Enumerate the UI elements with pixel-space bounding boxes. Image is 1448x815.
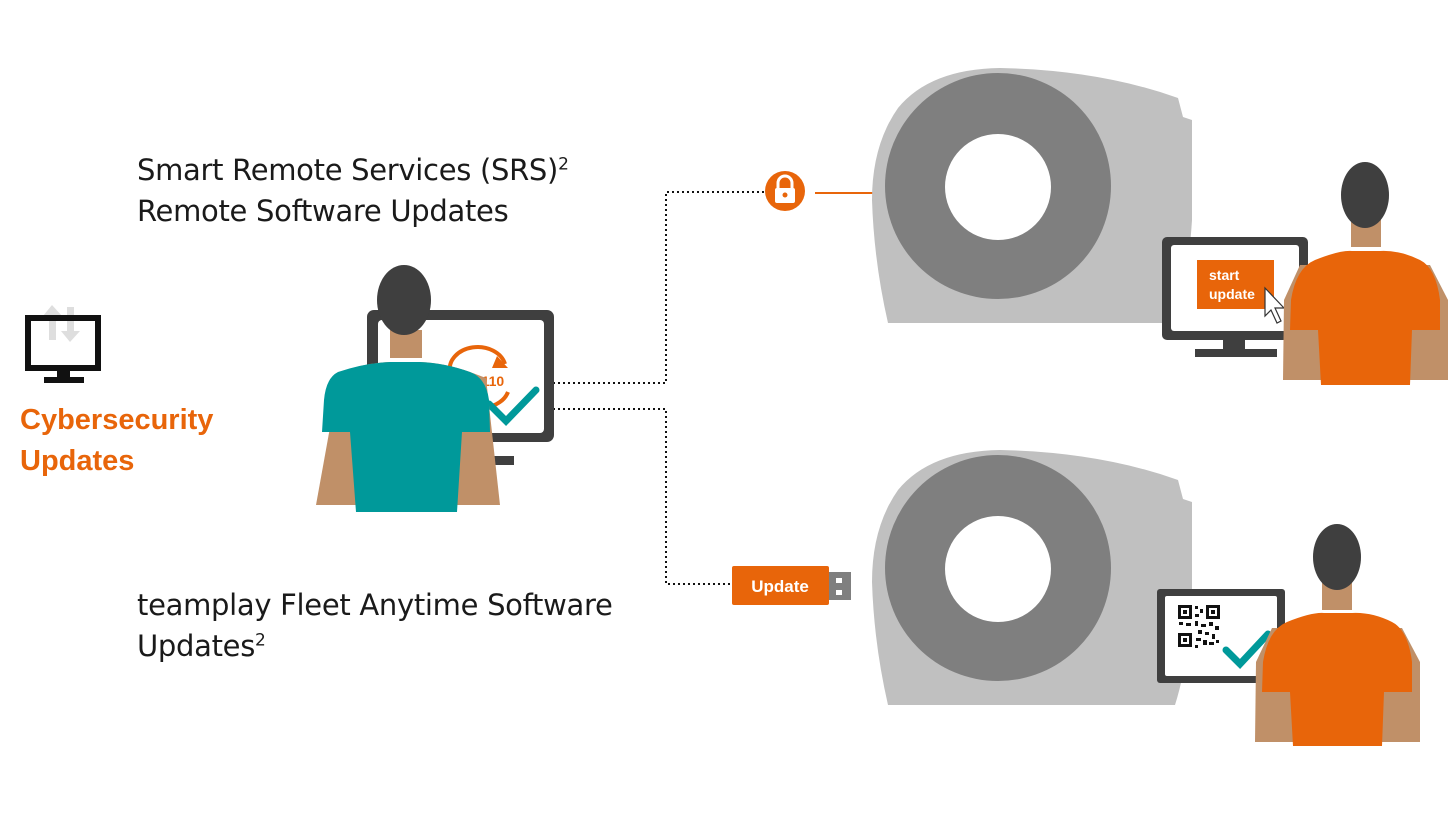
start-update-label-line1: start xyxy=(1209,267,1240,283)
teamplay-heading: teamplay Fleet Anytime Software Updates2 xyxy=(137,585,613,667)
monitor-transfer-icon xyxy=(25,305,101,383)
check-icon xyxy=(485,386,540,426)
teamplay-subtitle: Updates xyxy=(137,629,256,663)
mouse-cursor-icon xyxy=(1264,286,1286,324)
cybersecurity-line2: Updates xyxy=(20,445,135,477)
srs-heading: Smart Remote Services (SRS)2 Remote Soft… xyxy=(137,150,569,232)
operator-workstation: 00110 xyxy=(316,265,554,512)
start-update-button xyxy=(1197,260,1274,309)
srs-subtitle: Remote Software Updates xyxy=(137,194,509,228)
remote-person xyxy=(1283,162,1448,385)
remote-workstation: start update xyxy=(1162,162,1448,385)
check-icon xyxy=(1222,630,1272,670)
qr-code-icon xyxy=(1178,605,1220,648)
cybersecurity-heading: Cybersecurity Updates xyxy=(20,400,213,482)
usb-label: Update xyxy=(751,577,809,596)
srs-connection xyxy=(553,191,766,384)
tablet-person xyxy=(1255,524,1420,746)
cybersecurity-line1: Cybersecurity xyxy=(20,404,214,436)
start-update-label-line2: update xyxy=(1209,286,1255,302)
operator-person xyxy=(316,265,500,512)
teamplay-footnote: 2 xyxy=(255,630,266,651)
mri-scanner-bottom xyxy=(872,450,1192,705)
connection-lines xyxy=(553,191,766,585)
tablet-workstation xyxy=(1157,524,1420,746)
usb-connection xyxy=(553,408,732,585)
teamplay-title: teamplay Fleet Anytime Software xyxy=(137,588,613,622)
srs-footnote: 2 xyxy=(558,154,569,175)
usb-stick: Update xyxy=(732,566,851,605)
srs-title: Smart Remote Services (SRS) xyxy=(137,153,559,187)
mri-scanner-top xyxy=(872,68,1192,323)
lock-icon xyxy=(765,171,805,211)
